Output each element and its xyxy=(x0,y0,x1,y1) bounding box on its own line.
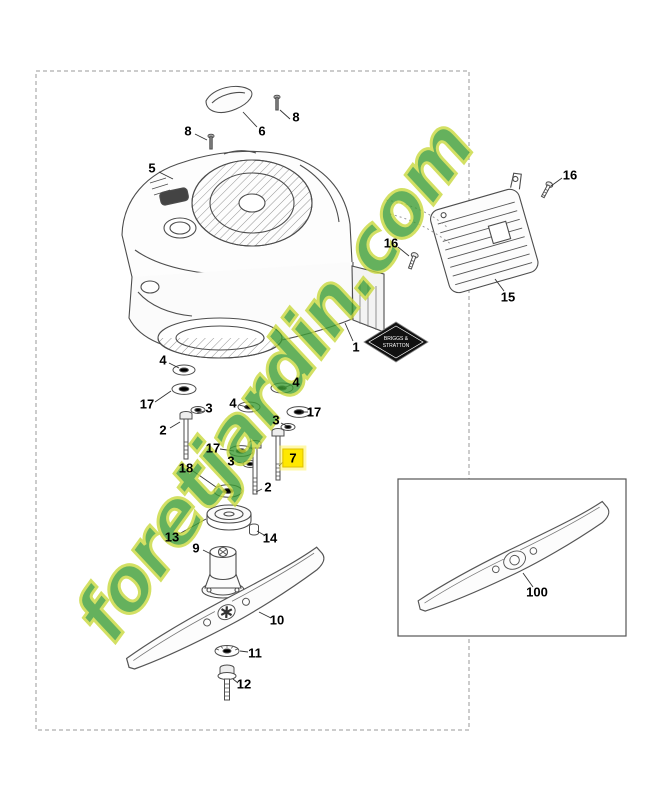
part-label-100[interactable]: 100 xyxy=(526,584,548,600)
part-label-14[interactable]: 14 xyxy=(262,530,278,546)
part-label-8[interactable]: 8 xyxy=(184,123,192,139)
part-label-3[interactable]: 3 xyxy=(272,412,280,428)
muffler-guard-drawing xyxy=(430,172,539,294)
pulley-13-drawing xyxy=(206,504,252,531)
engine-assembly-drawing xyxy=(121,150,385,359)
part-label-10[interactable]: 10 xyxy=(269,612,285,628)
part-label-3[interactable]: 3 xyxy=(227,453,235,469)
key-14-drawing xyxy=(249,523,259,536)
screw-16-drawing xyxy=(407,181,554,270)
bolt-7-drawing xyxy=(271,428,285,481)
part-label-8[interactable]: 8 xyxy=(292,109,300,125)
part-label-1[interactable]: 1 xyxy=(352,339,360,355)
hardware-stack-right-drawing xyxy=(270,382,312,481)
part-label-12[interactable]: 12 xyxy=(236,676,252,692)
part-label-4[interactable]: 4 xyxy=(229,395,237,411)
blade-10-drawing xyxy=(119,545,333,677)
part-label-2[interactable]: 2 xyxy=(159,422,167,438)
part-label-15[interactable]: 15 xyxy=(500,289,516,305)
part-label-9[interactable]: 9 xyxy=(192,540,200,556)
blade-adapter-9-drawing xyxy=(201,545,245,599)
assembly-guide-line xyxy=(389,213,453,246)
part-label-16[interactable]: 16 xyxy=(383,235,399,251)
logo-text-line2: STRATTON xyxy=(383,343,410,349)
washer-11-drawing xyxy=(214,645,240,657)
part-label-11[interactable]: 11 xyxy=(248,645,262,661)
pin-8-drawing xyxy=(207,94,281,150)
bolt-2b-drawing xyxy=(248,440,262,495)
part-label-5[interactable]: 5 xyxy=(148,160,156,176)
inset-blade-100-drawing xyxy=(412,500,617,619)
gasket-6-drawing xyxy=(205,85,253,113)
bolt-2a-drawing xyxy=(179,411,193,460)
assembly-guide-line xyxy=(385,199,449,229)
part-label-3[interactable]: 3 xyxy=(205,400,213,416)
briggs-stratton-logo: BRIGGS & STRATTON xyxy=(363,321,429,363)
part-label-7-highlighted[interactable]: 7 xyxy=(282,448,304,468)
part-label-4[interactable]: 4 xyxy=(159,352,167,368)
part-label-13[interactable]: 13 xyxy=(164,529,180,545)
part-label-17[interactable]: 17 xyxy=(205,440,221,456)
part-label-17[interactable]: 17 xyxy=(306,404,322,420)
part-label-4[interactable]: 4 xyxy=(292,374,300,390)
bolt-12-drawing xyxy=(217,664,237,701)
part-label-18[interactable]: 18 xyxy=(178,460,194,476)
part-label-17[interactable]: 17 xyxy=(139,396,155,412)
part-label-6[interactable]: 6 xyxy=(258,123,266,139)
hardware-stack-middle-drawing xyxy=(213,401,262,498)
hardware-stack-left-drawing xyxy=(171,364,206,460)
part-label-16[interactable]: 16 xyxy=(562,167,578,183)
logo-text-line1: BRIGGS & xyxy=(384,336,409,342)
part-label-2[interactable]: 2 xyxy=(264,479,272,495)
